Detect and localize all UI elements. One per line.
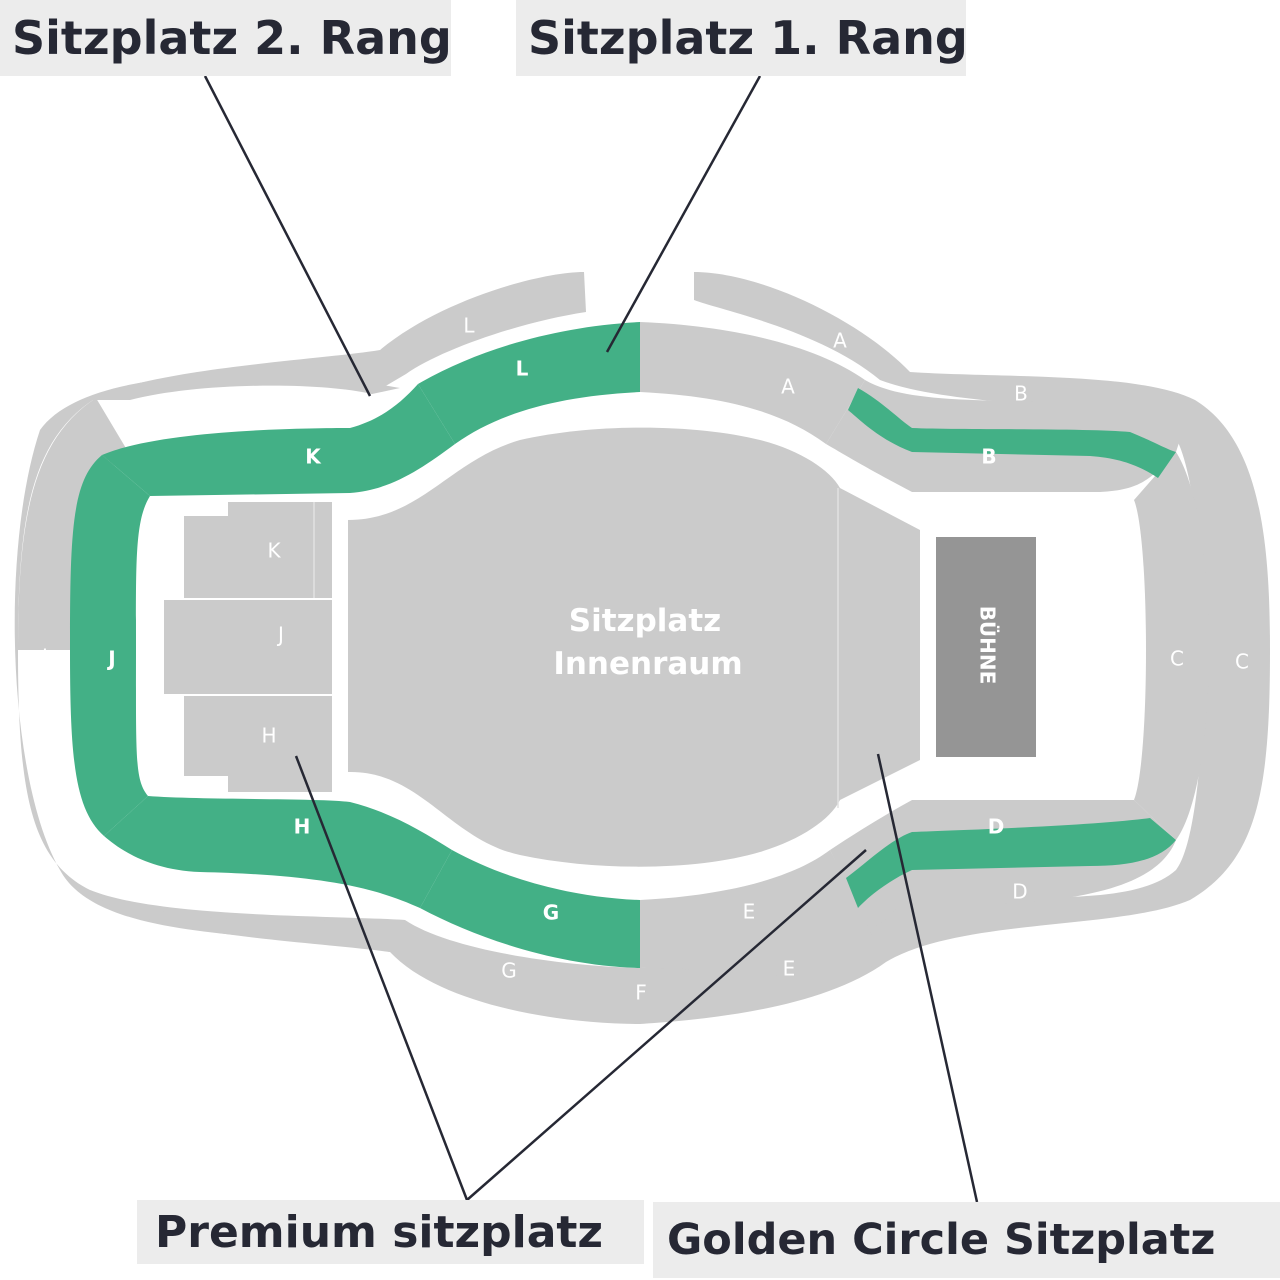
callout-premium: Premium sitzplatz bbox=[137, 1200, 644, 1264]
callout-golden: Golden Circle Sitzplatz bbox=[653, 1202, 1280, 1278]
section-E-outer-label: E bbox=[783, 957, 796, 981]
callout-rang2: Sitzplatz 2. Rang bbox=[0, 0, 452, 76]
section-E-inner[interactable] bbox=[640, 850, 885, 976]
section-C-outer-label: C bbox=[1235, 650, 1249, 674]
section-F-outer-label: F bbox=[635, 981, 647, 1005]
outer-ring-left-top-band[interactable] bbox=[90, 272, 586, 400]
section-K-premium[interactable] bbox=[102, 384, 455, 496]
section-C-inner[interactable] bbox=[1134, 452, 1209, 840]
callout-rang2-text: Sitzplatz 2. Rang bbox=[12, 11, 452, 65]
stage-label: BÜHNE bbox=[976, 606, 1000, 685]
section-K-inner-label: K bbox=[305, 445, 322, 469]
premium-sections bbox=[70, 322, 1176, 968]
section-H-premium[interactable] bbox=[104, 796, 452, 908]
leader-rang1 bbox=[605, 75, 762, 353]
section-B-outer-label: B bbox=[1014, 382, 1028, 406]
leader-premium-h bbox=[294, 755, 469, 1201]
section-H-inner-label: H bbox=[294, 815, 311, 839]
section-A-outer-label: A bbox=[833, 329, 847, 353]
floor-block-J[interactable] bbox=[164, 600, 332, 694]
section-J-outer-label: J bbox=[40, 645, 48, 669]
callout-golden-text: Golden Circle Sitzplatz bbox=[667, 1215, 1216, 1265]
section-J-inner-label: J bbox=[106, 647, 115, 671]
leader-premium-d bbox=[466, 849, 867, 1201]
section-B-premium[interactable] bbox=[848, 388, 1176, 478]
floor-blocks bbox=[164, 502, 332, 792]
section-L-premium[interactable] bbox=[418, 322, 640, 444]
callout-premium-text: Premium sitzplatz bbox=[155, 1206, 604, 1258]
callout-rang1: Sitzplatz 1. Rang bbox=[516, 0, 968, 76]
stage bbox=[936, 537, 1036, 757]
section-A-inner-label: A bbox=[781, 375, 795, 399]
floor-block-K-label: K bbox=[267, 539, 281, 563]
section-G-inner-label: G bbox=[543, 901, 559, 925]
floor-innenraum[interactable] bbox=[348, 427, 920, 867]
floor-label-line2: Innenraum bbox=[553, 646, 742, 682]
leader-golden bbox=[876, 753, 979, 1203]
floor-label-line1: Sitzplatz bbox=[569, 603, 721, 639]
section-H-outer-label: H bbox=[247, 880, 262, 904]
section-L-inner-label: L bbox=[516, 357, 529, 381]
section-G-outer-label: G bbox=[501, 959, 517, 983]
section-D-premium[interactable] bbox=[846, 818, 1176, 908]
section-K-outer-label: K bbox=[281, 390, 295, 414]
section-E-inner-label: E bbox=[743, 900, 756, 924]
leader-lines bbox=[203, 75, 979, 1203]
floor-block-K[interactable] bbox=[184, 502, 332, 598]
section-D-outer-label: D bbox=[1012, 880, 1027, 904]
section-A-inner[interactable] bbox=[640, 322, 865, 444]
callout-rang1-text: Sitzplatz 1. Rang bbox=[528, 11, 968, 65]
section-C-inner-label: C bbox=[1170, 647, 1184, 671]
section-J-premium[interactable] bbox=[70, 455, 150, 836]
section-D-inner-label: D bbox=[988, 815, 1005, 839]
section-B-inner-label: B bbox=[981, 445, 996, 469]
floor-block-H[interactable] bbox=[184, 696, 332, 792]
section-L-outer-label: L bbox=[463, 314, 475, 338]
outer-ring-left[interactable] bbox=[14, 374, 405, 952]
outer-ring-bottom-left[interactable] bbox=[90, 890, 640, 1024]
floor-block-J-label: J bbox=[276, 623, 284, 647]
section-G-premium[interactable] bbox=[420, 850, 640, 968]
leader-rang2 bbox=[203, 75, 372, 397]
floor-block-H-label: H bbox=[261, 724, 276, 748]
